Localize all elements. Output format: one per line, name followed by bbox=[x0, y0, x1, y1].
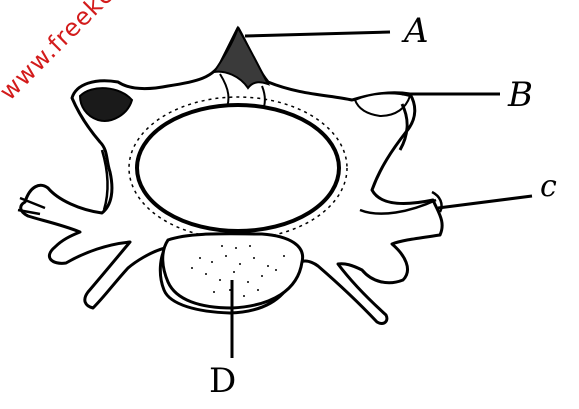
label-c: c bbox=[540, 172, 557, 202]
leader-line-c bbox=[438, 196, 532, 208]
leader-line-a bbox=[245, 32, 390, 36]
vertebral-foramen bbox=[137, 105, 339, 231]
label-b: B bbox=[508, 78, 533, 112]
label-a: A bbox=[404, 14, 429, 48]
label-d: D bbox=[209, 364, 236, 398]
